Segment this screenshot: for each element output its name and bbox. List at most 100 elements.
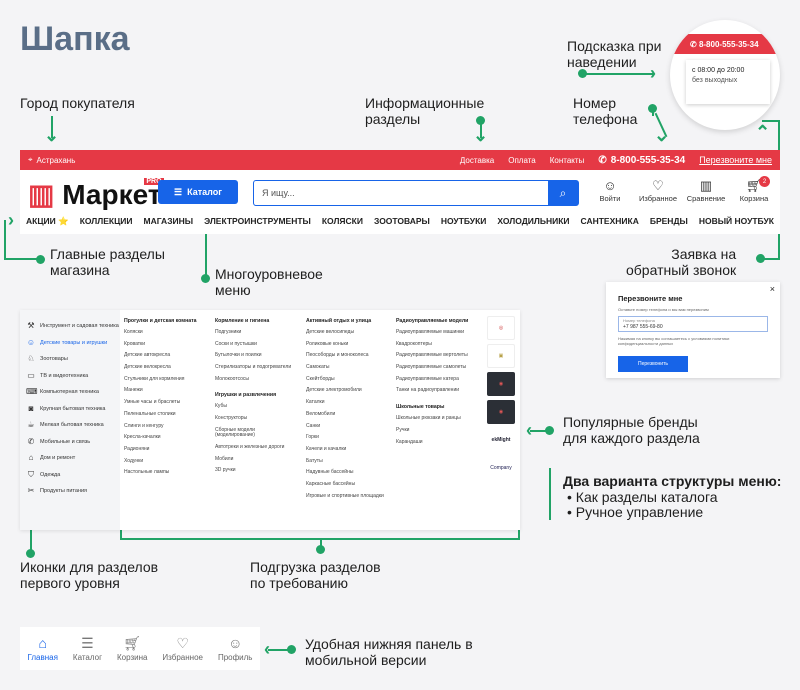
menu-link[interactable]: Кресла-качалки [124,434,161,441]
phone-field[interactable]: Номер телефона+7 987 555-69-80 [618,316,768,332]
menu-side-item[interactable]: ⌂Дом и ремонт [20,450,120,467]
nav-item[interactable]: ЗООТОВАРЫ [373,216,430,226]
menu-side-item[interactable]: ⌨Компьютерная техника [26,387,99,397]
menu-link[interactable]: Каталки [306,399,325,406]
nav-item[interactable]: ХОЛОДИЛЬНИКИ [497,216,570,226]
menu-link[interactable]: Пеособорды и моноколеса [306,352,369,359]
menu-link[interactable]: Карандаши [396,438,423,445]
catalog-button[interactable]: ☰Каталог [158,180,238,204]
menu-link[interactable]: Детские велокресла [124,364,171,371]
login-button[interactable]: ☺Войти [599,178,621,203]
menu-link[interactable]: Бутылочки и поилки [215,352,262,359]
search-bar[interactable]: Я ищу... ⌕ [253,180,579,206]
callback-link[interactable]: Перезвоните мне [699,155,772,165]
menu-link[interactable]: Детские велосипеды [306,329,355,335]
menu-link[interactable]: Батуты [306,457,323,464]
menu-side-item[interactable]: ♘Зоотовары [27,354,68,364]
menu-link[interactable]: Игровые и спортивные площадки [306,492,384,499]
bottom-nav-catalog[interactable]: ☰Каталог [72,635,102,662]
menu-column-heading[interactable]: Активный отдых и улица [306,318,372,324]
bottom-nav-home[interactable]: ⌂Главная [27,635,58,662]
callback-submit-button[interactable]: Перезвонить [618,356,688,372]
menu-link[interactable]: Танки на радиоуправлении [396,387,460,394]
link-payment[interactable]: Оплата [508,155,536,165]
menu-link[interactable]: Радиоуправляемые машинки [396,329,465,335]
menu-link[interactable]: Квадрокоптеры [396,340,432,347]
menu-link[interactable]: Радиоуправляемые вертолеты [396,352,468,359]
link-delivery[interactable]: Доставка [459,155,495,165]
menu-column-heading[interactable]: Школьные товары [396,404,445,411]
brand-logo[interactable]: ◉ [487,400,515,424]
menu-side-item[interactable]: ⚒Инструмент и садовая техника [27,321,119,331]
menu-side-item[interactable]: ⛉Одежда [28,469,61,479]
menu-link[interactable]: Санки [306,422,321,429]
menu-link[interactable]: Кубы [215,403,227,410]
menu-link[interactable]: Молокоотсосы [215,375,250,382]
menu-link[interactable]: Горки [306,434,319,441]
bottom-nav-profile[interactable]: ☺Профиль [217,635,253,662]
menu-column-heading[interactable]: Кормление и гигиена [215,318,270,324]
bottom-nav-favorites[interactable]: ♡Избранное [162,635,203,662]
menu-link[interactable]: Стерилизаторы и подогреватели [215,364,292,371]
brand-logo[interactable]: ◎ [487,316,515,340]
menu-link[interactable]: Умные часы и браслеты [124,399,181,406]
menu-link[interactable]: Конструкторы [215,415,248,422]
menu-link[interactable]: Самокаты [306,364,330,371]
phone-number[interactable]: ✆8-800-555-35-34 [598,154,686,166]
menu-link[interactable]: Пеленальные столики [124,410,176,417]
menu-link[interactable]: Автотреки и железные дороги [215,444,285,450]
nav-item[interactable]: БРЕНДЫ [649,216,688,226]
menu-column-heading[interactable]: Радиоуправляемые модели [396,318,469,324]
nav-item[interactable]: ЭЛЕКТРОИНСТРУМЕНТЫ [204,216,311,226]
menu-link[interactable]: Манежи [124,387,143,394]
nav-item[interactable]: КОЛЛЕКЦИИ [79,216,133,226]
menu-link[interactable]: Ручки [396,426,410,433]
menu-link[interactable]: Подгузники [215,329,242,335]
menu-link[interactable]: Настольные лампы [124,469,170,476]
brand-logo[interactable]: ekMight [487,428,515,452]
brand-logo[interactable]: Company [487,456,515,480]
menu-column-heading[interactable]: Игрушки и развлечения [215,392,277,399]
menu-link[interactable]: Стульчики для кормления [124,375,185,382]
menu-link[interactable]: Качели и качалки [306,445,347,452]
menu-side-item[interactable]: ✆Мобильные и связь [27,436,91,446]
menu-link[interactable]: Радиоуправляемые катера [396,375,459,382]
bottom-nav-cart[interactable]: 🛒︎Корзина [116,635,148,662]
menu-link[interactable]: Детские электромобили [306,387,362,394]
menu-link[interactable]: Скейтборды [306,375,335,382]
menu-side-item[interactable]: ☺Детские товары и игрушки [26,337,108,347]
search-button[interactable]: ⌕ [548,181,578,205]
city-selector[interactable]: ⌖Астрахань [28,155,76,165]
brand-logo[interactable]: ▣ [487,344,515,368]
nav-item[interactable]: АКЦИИ ⭐ [26,215,69,226]
close-icon[interactable]: × [769,284,775,294]
menu-link[interactable]: Каркасные бассейны [306,480,356,487]
menu-link[interactable]: Школьные рюкзаки и ранцы [396,415,461,422]
nav-item[interactable]: НОУТБУКИ [440,216,487,226]
menu-link[interactable]: Веломобили [306,410,336,417]
menu-link[interactable]: Коляски [124,329,143,335]
nav-item[interactable]: КОЛЯСКИ [321,216,363,226]
menu-link[interactable]: Надувные бассейны [306,469,354,476]
search-input[interactable]: Я ищу... [262,188,295,198]
nav-item[interactable]: САНТЕХНИКА [580,216,639,226]
link-contacts[interactable]: Контакты [549,155,585,165]
menu-side-item[interactable]: ◙Крупная бытовая техника [20,401,120,418]
menu-link[interactable]: Детские автокресла [124,352,171,359]
menu-link[interactable]: Кроватки [124,340,146,347]
menu-link[interactable]: Роликовые коньки [306,340,349,347]
nav-item[interactable]: НОВЫЙ НОУТБУК [698,216,774,226]
menu-link[interactable]: Сборные модели (моделирование) [215,426,255,439]
menu-link[interactable]: Мобили [215,455,234,462]
menu-side-item[interactable]: ☕︎Мелкая бытовая техника [27,420,104,430]
menu-link[interactable]: Слинги и кенгуру [124,422,164,429]
menu-link[interactable]: 3D ручки [215,467,236,474]
nav-item[interactable]: МАГАЗИНЫ [143,216,194,226]
brand-logo[interactable]: ◉ [487,372,515,396]
menu-link[interactable]: Радиоуправляемые самолеты [396,364,467,371]
menu-side-item[interactable]: ✂Продукты питания [27,486,88,496]
favorites-button[interactable]: ♡Избранное [639,178,678,203]
menu-side-item[interactable]: ▭ТВ и видеотехника [27,370,89,380]
